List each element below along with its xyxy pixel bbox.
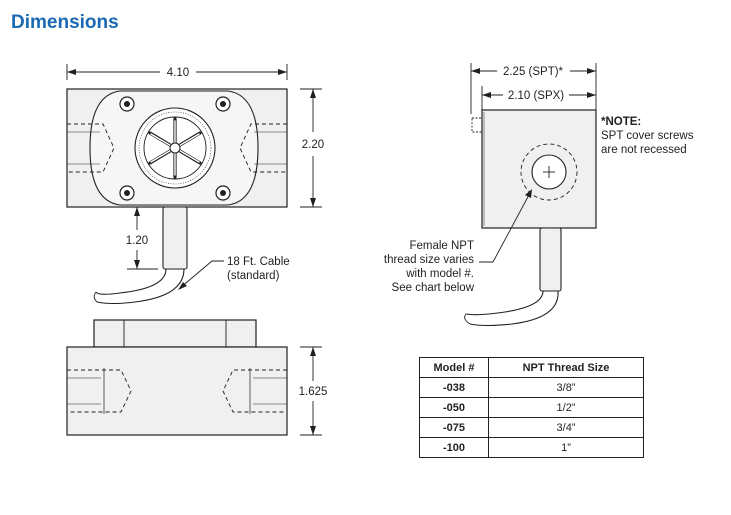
npt-callout-line-3: with model #. (405, 268, 474, 280)
cable-label: 18 Ft. Cable (227, 256, 290, 268)
size-cell: 1” (488, 437, 644, 458)
npt-thread-table: Model # NPT Thread Size -038 3/8” -050 1… (419, 357, 644, 458)
size-cell: 3/4” (488, 417, 644, 438)
note-title: *NOTE: (601, 116, 641, 128)
table-row: -050 1/2” (419, 397, 644, 418)
cable-offset-dimension: 1.20 (126, 235, 148, 247)
spt-width-dimension: 2.25 (SPT)* (503, 66, 564, 78)
note-line-2: are not recessed (601, 144, 687, 156)
table-row: -038 3/8” (419, 377, 644, 398)
side-height-dimension: 1.625 (299, 386, 328, 398)
top-width-dimension: 4.10 (167, 67, 189, 79)
note-line-1: SPT cover screws (601, 130, 694, 142)
size-cell: 3/8” (488, 377, 644, 398)
height-dimension: 2.20 (302, 139, 324, 151)
table-row: -075 3/4” (419, 417, 644, 438)
front-view: 1.625 (66, 319, 328, 436)
npt-callout-line-1: Female NPT (409, 240, 474, 252)
model-cell: -050 (419, 397, 489, 418)
size-cell: 1/2” (488, 397, 644, 418)
cable-label-standard: (standard) (227, 270, 280, 282)
npt-callout-line-4: See chart below (392, 282, 475, 294)
npt-callout-line-2: thread size varies (384, 254, 474, 266)
header-npt-size: NPT Thread Size (488, 357, 644, 378)
model-cell: -075 (419, 417, 489, 438)
table-header-row: Model # NPT Thread Size (419, 357, 644, 378)
spx-width-dimension: 2.10 (SPX) (508, 90, 564, 102)
screw-icon (119, 96, 231, 201)
top-view: 4.10 (66, 64, 324, 305)
table-row: -100 1” (419, 437, 644, 458)
end-view: 2.25 (SPT)* 2.10 (SPX) Female NPT thread… (384, 63, 694, 327)
model-cell: -100 (419, 437, 489, 458)
page-title: Dimensions (11, 12, 119, 33)
model-cell: -038 (419, 377, 489, 398)
header-model: Model # (419, 357, 489, 378)
